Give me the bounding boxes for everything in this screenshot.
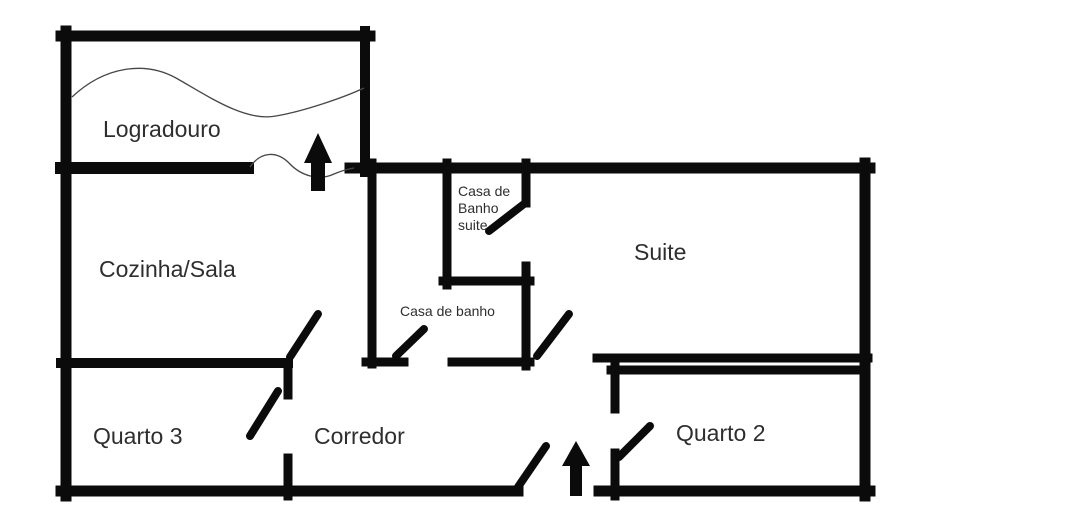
room-label-corredor: Corredor (314, 423, 405, 449)
door-casa-de-banho-suite (485, 200, 528, 235)
room-label-quarto3: Quarto 3 (93, 423, 183, 449)
room-label-cozinha-sala: Cozinha/Sala (99, 256, 236, 282)
room-label-casa-banho-suite-line1: Casa de (458, 183, 510, 199)
door-main-entrance (514, 442, 550, 491)
room-label-casa-banho-suite-line3: suite (458, 217, 488, 233)
door-quarto3 (246, 387, 282, 440)
door-cozinha-sala (286, 310, 322, 361)
door-casa-de-banho (392, 325, 428, 360)
room-label-quarto2: Quarto 2 (676, 420, 766, 446)
room-label-casa-de-banho: Casa de banho (400, 303, 495, 319)
wavy-line-logradouro (71, 67, 365, 118)
room-label-suite: Suite (634, 239, 686, 265)
arrow-up-icon-main-entrance (562, 441, 590, 496)
door-quarto2 (615, 422, 654, 461)
door-suite (533, 310, 573, 360)
room-label-logradouro: Logradouro (103, 116, 221, 142)
arrow-up-icon-logradouro-entrance (304, 133, 332, 191)
wavy-line-entrance-gap (249, 153, 355, 178)
room-label-casa-banho-suite-line2: Banho (458, 200, 499, 216)
